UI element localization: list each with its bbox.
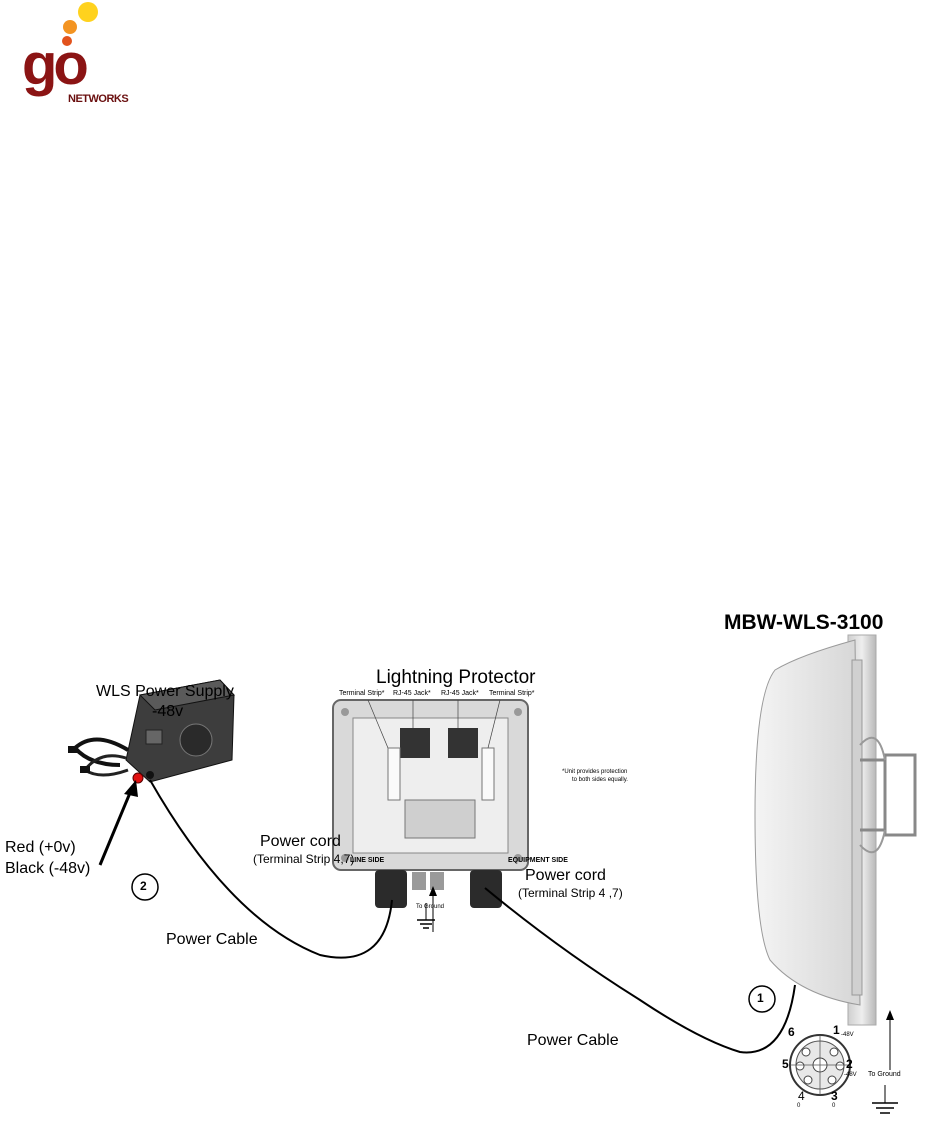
pin-3-voltage: 0: [832, 1103, 836, 1109]
pin-2-voltage: -48V: [844, 1072, 857, 1078]
pin-6-label: 6: [788, 1025, 795, 1039]
power-cable-left: [149, 779, 393, 959]
ground-symbol-large-icon: [872, 1085, 898, 1114]
antenna-unit: [754, 639, 917, 1006]
rj45-jack-label-right: RJ-45 Jack*: [441, 690, 479, 697]
power-cable-label-right: Power Cable: [527, 1032, 619, 1049]
diagram-graphics: [68, 634, 917, 1114]
lightning-protector-title: Lightning Protector: [376, 667, 536, 688]
pin-1-voltage: -48V: [841, 1032, 854, 1038]
connector-pinout-icon: [789, 1034, 851, 1096]
callout-number-1: 1: [757, 991, 764, 1005]
power-cable-right: [484, 887, 796, 1054]
terminal-arrow: [98, 780, 138, 866]
pin-4-label: 4: [798, 1089, 805, 1103]
black-wire-label: Black (-48v): [5, 860, 91, 877]
ground-symbol-small-icon: [417, 903, 435, 929]
pin-5-label: 5: [782, 1057, 789, 1071]
pin-2-label: 2: [846, 1057, 853, 1071]
ground-arrow-small: [429, 886, 437, 932]
to-ground-small-label: To Ground: [416, 904, 445, 910]
power-supply-unit: [68, 679, 235, 784]
protection-note-line1: *Unit provides protection: [562, 769, 628, 775]
equipment-side-label: EQUIPMENT SIDE: [508, 857, 568, 864]
callout-circle-2: [131, 873, 159, 901]
wiring-diagram: MBW-WLS-3100 Lightning Protector WLS Pow…: [0, 600, 936, 1127]
power-supply-voltage: -48v: [152, 703, 184, 720]
pin-3-label: 3: [831, 1089, 838, 1103]
logo-dot-red: [62, 36, 72, 46]
pin-4-voltage: 0: [797, 1103, 801, 1109]
to-ground-large-label: To Ground: [868, 1071, 901, 1078]
pin-1-label: 1: [833, 1023, 840, 1037]
logo-brand-subtext: NETWORKS: [68, 93, 129, 105]
ground-arrow-large: [886, 1010, 894, 1070]
power-cable-label-left: Power Cable: [166, 931, 258, 948]
power-supply-title: WLS Power Supply: [96, 683, 234, 700]
terminal-strip-right-label: (Terminal Strip 4 ,7): [518, 886, 623, 900]
line-side-label: LINE SIDE: [350, 857, 385, 864]
protection-note-line2: to both sides equally.: [572, 777, 628, 783]
go-networks-logo: go NETWORKS: [20, 0, 130, 110]
logo-dot-orange: [63, 20, 77, 34]
power-cord-right-label: Power cord: [525, 867, 606, 884]
logo-dot-yellow: [78, 2, 98, 22]
callout-number-2: 2: [140, 879, 147, 893]
model-title: MBW-WLS-3100: [724, 611, 884, 634]
terminal-strip-left-label: (Terminal Strip 4,7): [253, 852, 355, 866]
rj45-jack-label-left: RJ-45 Jack*: [393, 690, 431, 697]
logo-brand-text: go: [22, 32, 89, 97]
callout-circle-1: [748, 985, 776, 1013]
terminal-strip-label-left: Terminal Strip*: [339, 690, 385, 697]
power-cord-left-label: Power cord: [260, 833, 341, 850]
terminal-strip-label-right: Terminal Strip*: [489, 690, 535, 697]
lightning-protector-box: [332, 699, 529, 908]
red-wire-label: Red (+0v): [5, 839, 76, 856]
